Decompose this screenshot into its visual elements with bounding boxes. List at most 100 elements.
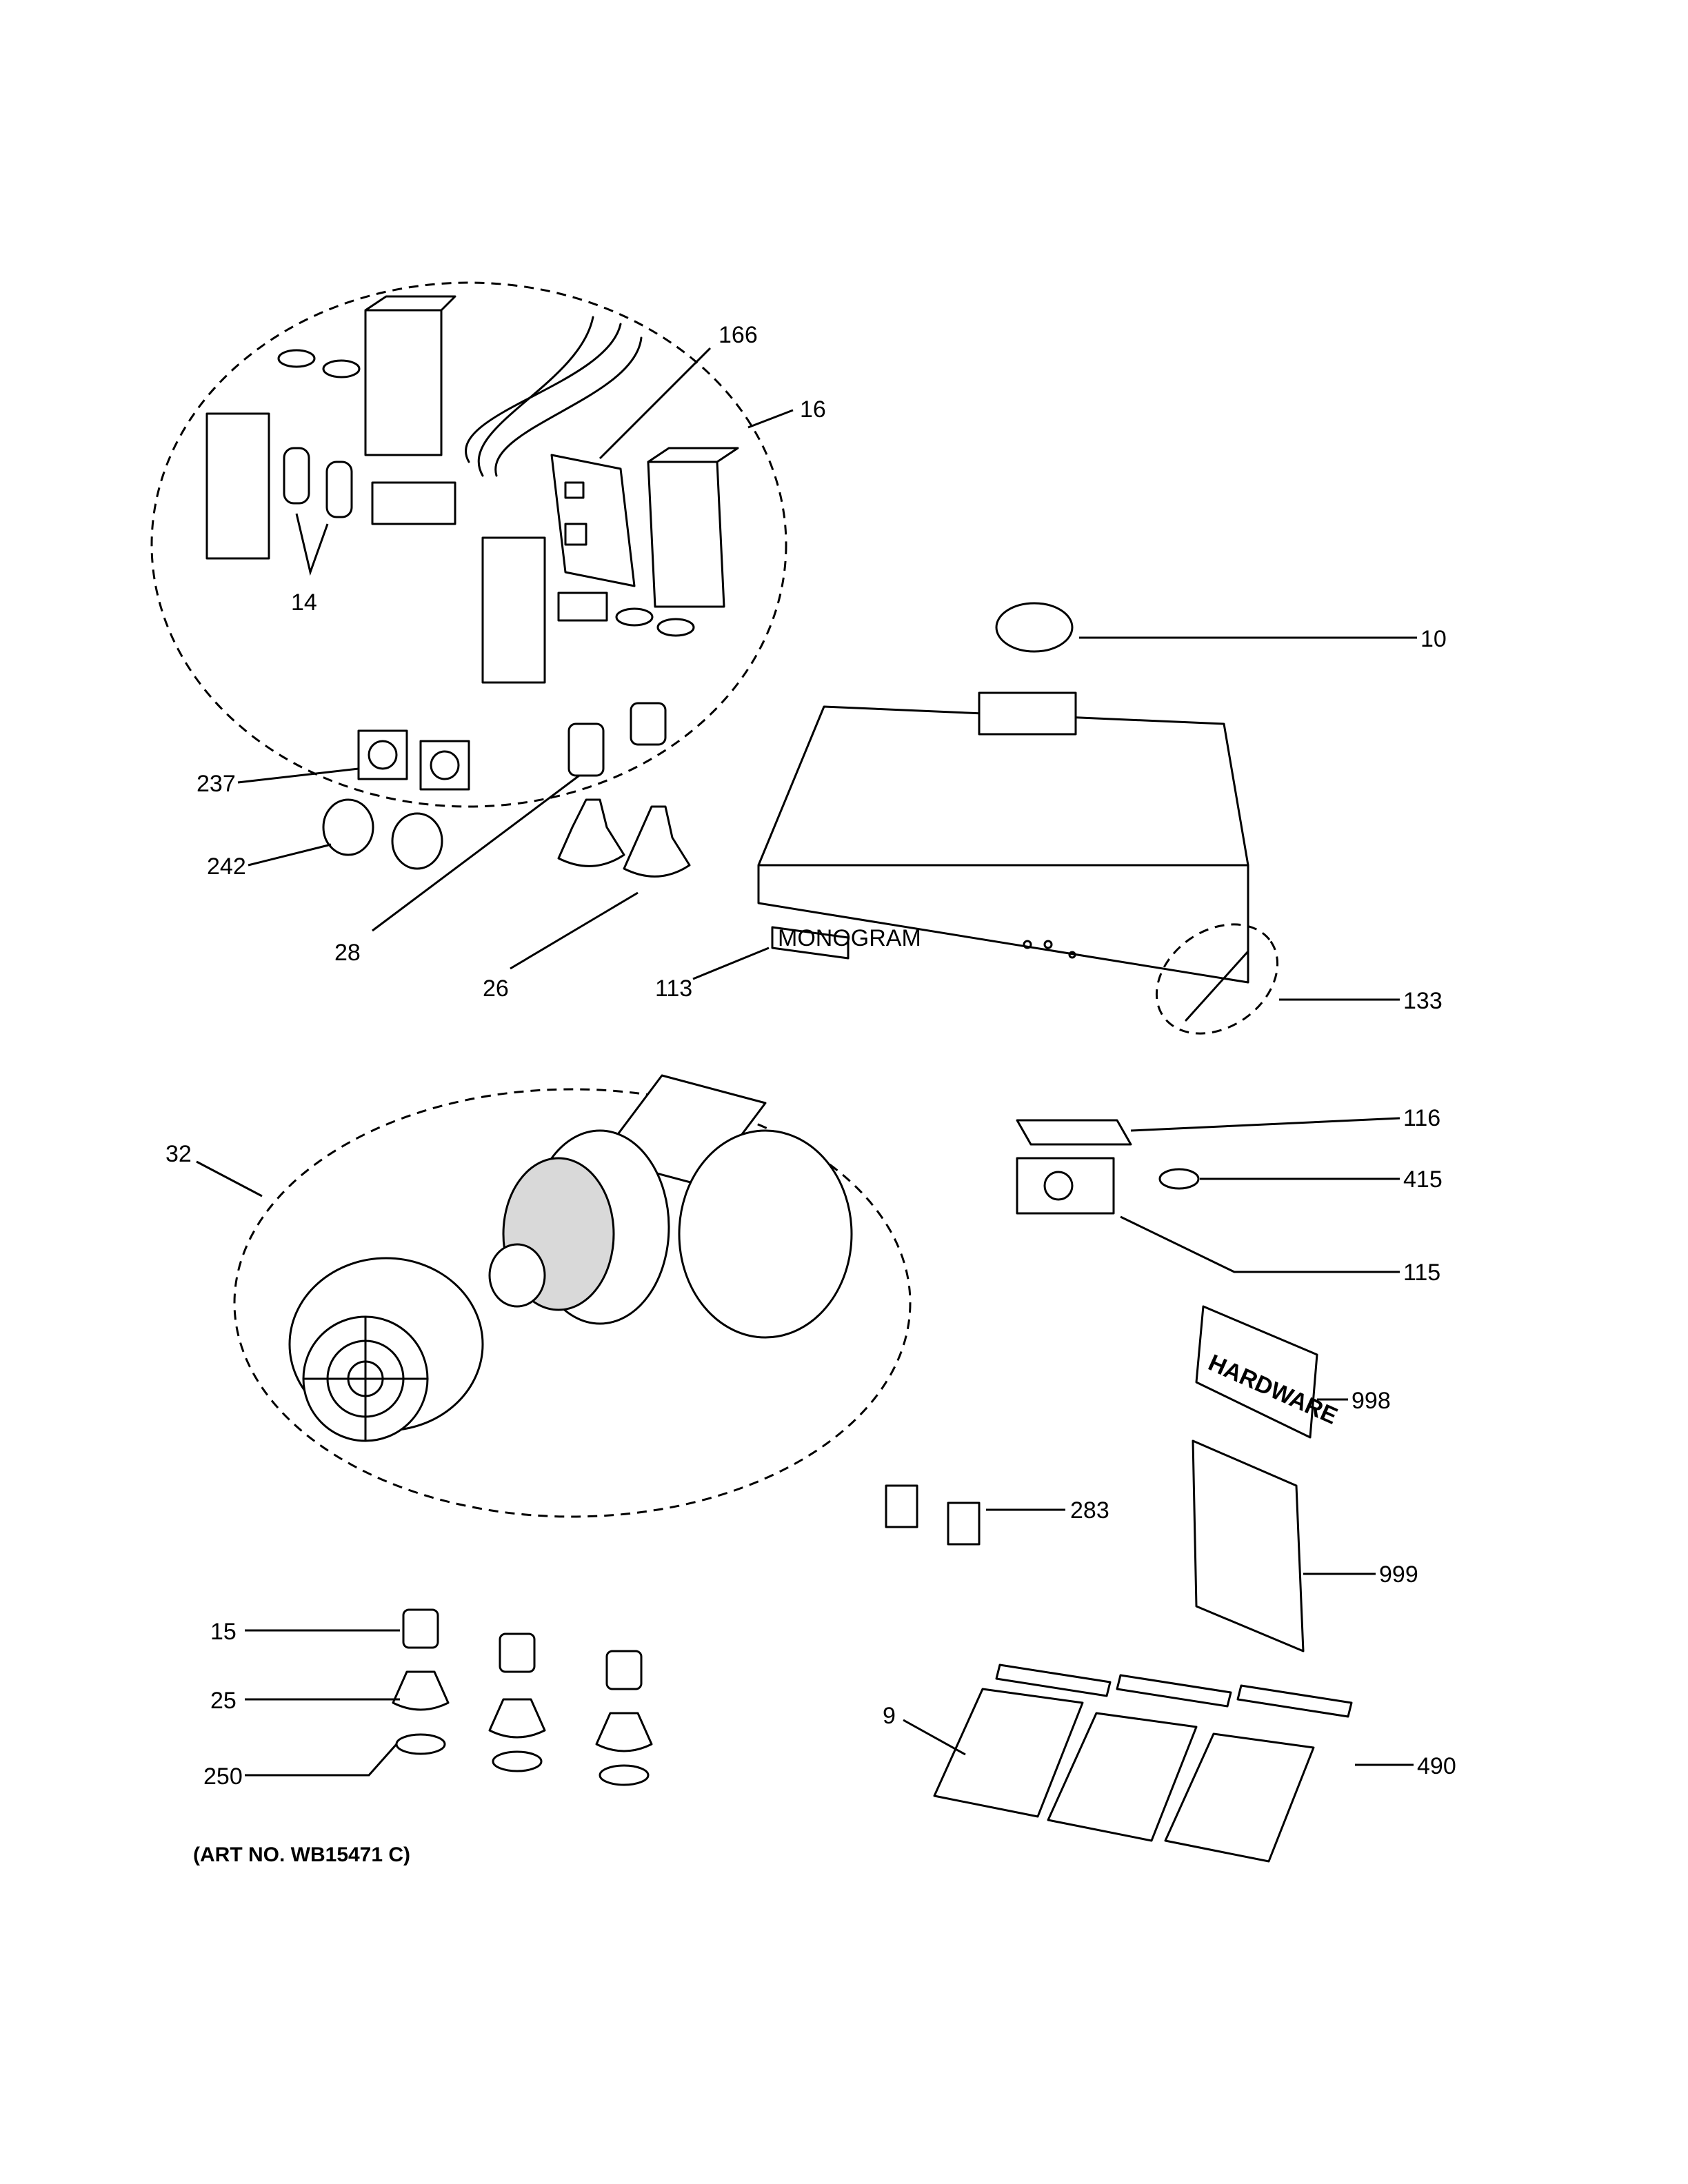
group-boundary-133 [1155,923,1279,1035]
rotary-switch-1-shaft [368,740,398,770]
leader-116 [1130,1117,1400,1132]
hardware-bag-outline [1195,1305,1318,1439]
manual-outline [1192,1439,1305,1652]
bracket-housing-2 [647,447,739,608]
lamp-socket-1 [402,1608,439,1649]
board-component-2 [564,523,587,546]
grease-filter-1 [933,1688,1084,1818]
filter-bracket-1 [995,1664,1112,1697]
callout-490: 490 [1417,1753,1456,1779]
rocker-switch-2 [947,1502,981,1546]
rocker-switch-1 [885,1484,918,1528]
callout-28: 28 [334,940,361,966]
group-boundary-16 [150,281,787,808]
blower-assembly-group [196,1074,912,1518]
wire-1 [477,316,594,477]
callout-15: 15 [210,1619,237,1645]
knob-2 [391,812,443,870]
rotary-switches [237,729,470,791]
damper-cover [995,602,1074,653]
control-dot-1 [1023,940,1032,949]
callout-115: 115 [1403,1260,1440,1286]
callout-133: 133 [1403,988,1443,1014]
callout-998: 998 [1352,1388,1391,1414]
callout-32: 32 [165,1141,192,1167]
hood-duct-opening [978,691,1077,736]
trim-ring-1 [395,1733,446,1755]
callout-labels: 166 16 14 10 237 242 28 26 113 133 32 11… [165,322,1456,1790]
lamp-socket-2 [499,1632,536,1673]
board-component-1 [564,481,585,499]
leader-115 [1120,1215,1400,1273]
hardware-bag: HARDWARE [1195,1305,1348,1439]
rotary-switch-2 [419,740,470,791]
filter-bracket-2 [1116,1674,1232,1708]
grease-filter-set [903,1664,1414,1863]
callout-116: 116 [1403,1105,1440,1131]
callout-10: 10 [1420,626,1447,652]
leader-14 [295,513,329,576]
leader-28 [372,774,580,932]
callout-415: 415 [1403,1166,1443,1193]
bulb-2 [623,805,691,878]
support-rod-group [1155,923,1400,1035]
callout-999: 999 [1379,1561,1418,1588]
grease-filter-3 [1164,1732,1315,1863]
group-boundary-32 [233,1088,912,1518]
leader-16 [747,409,794,429]
leader-166 [599,347,712,460]
junction-box-knockout [1043,1171,1074,1201]
filter-bracket-3 [1236,1684,1353,1718]
monogram-label: MONOGRAM [778,925,921,951]
blower-housing-right [678,1129,853,1339]
owners-manual [1192,1439,1376,1652]
halogen-bulbs [510,798,691,970]
callout-25: 25 [210,1688,237,1714]
strain-relief [1158,1168,1200,1190]
socket-1 [567,722,605,777]
control-dot-3 [1068,951,1076,959]
circuit-board-left [205,412,270,560]
leader-32 [196,1160,263,1197]
leader-26 [510,891,639,970]
control-knobs [248,798,443,870]
capacitor-1 [283,447,310,505]
terminal-block-2 [557,592,608,622]
junction-box [1016,1157,1115,1215]
callout-9: 9 [883,1703,896,1729]
callout-16: 16 [800,396,826,423]
bracket-housing-1 [364,295,456,456]
leader-9 [903,1719,966,1756]
support-rod [1185,950,1249,1022]
light-sockets [372,702,667,932]
junction-box-cover [1016,1119,1132,1146]
leader-113 [692,947,770,980]
leader-242 [248,843,332,867]
callout-166: 166 [719,322,758,348]
socket-2 [630,702,667,746]
main-control-board [550,454,636,587]
rocker-switches [885,1484,1065,1546]
knob-1 [322,798,374,856]
leader-250 [245,1743,398,1777]
leader-237 [237,767,359,784]
bulb-1 [557,798,625,867]
range-hood-body: MONOGRAM [692,602,1417,984]
terminal-block-1 [371,481,456,525]
grommet-1 [277,349,316,368]
art-number: (ART NO. WB15471 C) [193,1843,410,1866]
junction-box-parts [1016,1117,1400,1273]
lamp-bulb-3 [595,1712,653,1752]
rotary-switch-2-shaft [430,750,460,780]
lamp-socket-3 [605,1650,643,1690]
callout-237: 237 [197,771,236,797]
grommet-4 [656,618,695,637]
lamp-socket-set [245,1608,653,1786]
callout-14: 14 [291,589,317,616]
callout-113: 113 [655,975,692,1002]
lamp-bulb-2 [488,1698,546,1739]
grommet-3 [615,607,654,627]
grease-filter-2 [1047,1712,1198,1842]
monogram-badge: MONOGRAM [771,925,921,960]
blower-motor [488,1243,546,1308]
